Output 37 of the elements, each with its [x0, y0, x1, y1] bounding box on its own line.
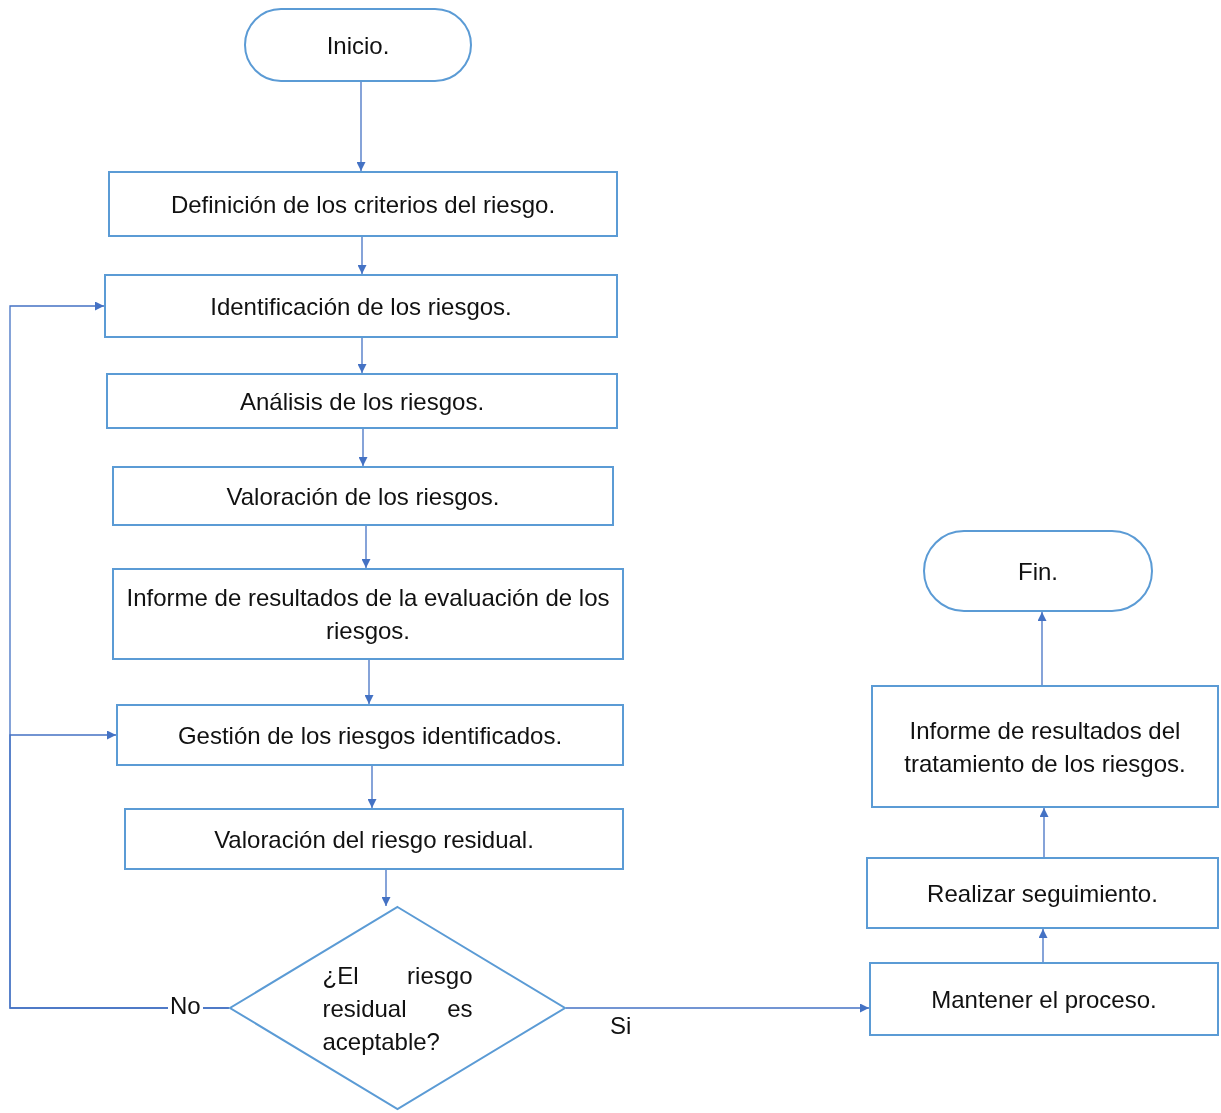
- process-box: [108, 171, 618, 237]
- arrow: [1039, 807, 1049, 858]
- arrow: [1038, 928, 1048, 963]
- node-text: Identificación de los riesgos.: [210, 291, 512, 322]
- node-text: Informe de resultados de la evaluación de los riesgos.: [125, 583, 611, 646]
- process-box: [869, 962, 1219, 1036]
- process-box: [866, 857, 1219, 929]
- process-box: [106, 373, 618, 429]
- node-text: Informe de resultados del tratamiento de los riesgos.: [903, 715, 1187, 779]
- arrow: [357, 337, 367, 374]
- arrow: [1037, 611, 1047, 686]
- node-text: Valoración del riesgo residual.: [214, 824, 534, 855]
- arrow: [358, 428, 368, 467]
- arrow: [9, 730, 230, 1009]
- process-box: [112, 466, 614, 526]
- node-text: Inicio.: [326, 30, 390, 61]
- arrow: [364, 659, 374, 705]
- node-text: Fin.: [1018, 556, 1058, 587]
- decision-diamond: [229, 906, 566, 1110]
- process-box: [124, 808, 624, 870]
- arrow: [356, 81, 366, 172]
- arrow: [565, 1003, 870, 1013]
- node-text: Gestión de los riesgos identificados.: [177, 720, 563, 751]
- node-text: Análisis de los riesgos.: [239, 386, 485, 417]
- node-text: Definición de los criterios del riesgo.: [170, 189, 556, 220]
- node-text: Mantener el proceso.: [931, 984, 1157, 1015]
- process-box: [112, 568, 624, 660]
- arrow: [381, 869, 391, 907]
- node-text: Valoración de los riesgos.: [226, 481, 500, 512]
- decision-text: ¿El riesgo residual es aceptable?: [322, 960, 473, 1057]
- arrow: [367, 765, 377, 809]
- arrow: [361, 525, 371, 569]
- process-box: [116, 704, 624, 766]
- process-box: [871, 685, 1219, 808]
- process-box: [104, 274, 618, 338]
- arrow: [357, 236, 367, 275]
- node-text: Realizar seguimiento.: [927, 878, 1158, 909]
